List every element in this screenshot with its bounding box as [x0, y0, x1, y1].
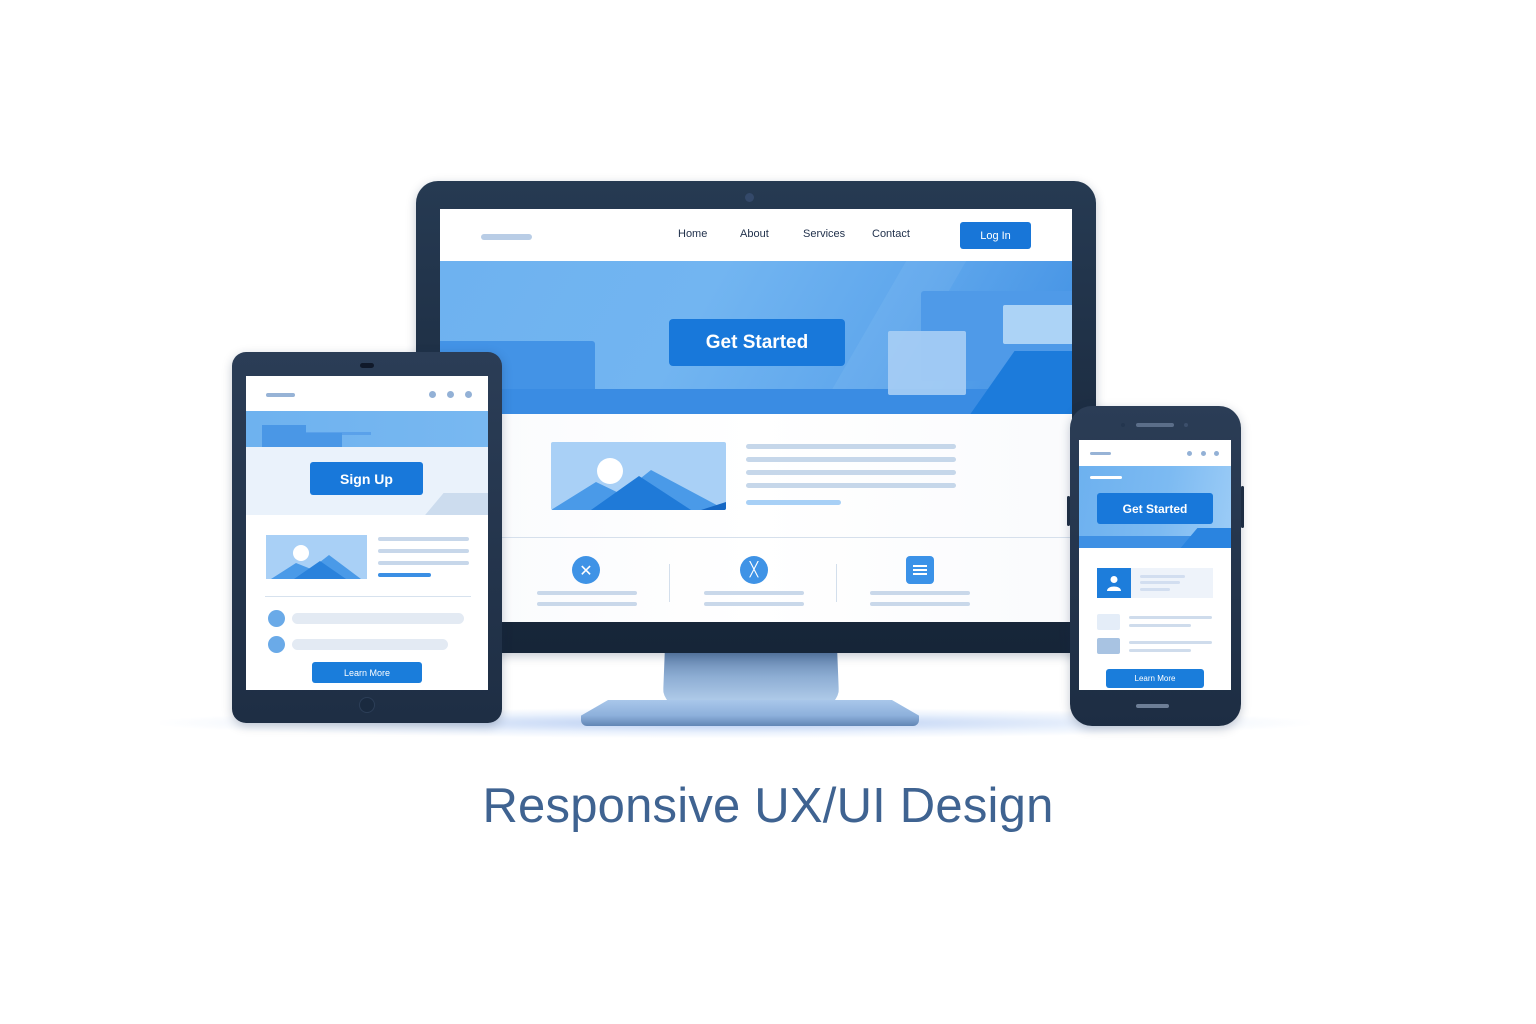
bullet-icon: [268, 636, 285, 653]
dot-icon: [465, 391, 472, 398]
monitor-stand-base: [581, 700, 919, 726]
desktop-screen: Home About Services Contact Log In Get S…: [440, 209, 1072, 622]
text-line: [1129, 616, 1212, 619]
text-line: [746, 470, 956, 475]
camera-icon: [360, 363, 374, 368]
user-avatar-icon: [1097, 568, 1131, 598]
feature-text-line: [704, 591, 804, 595]
card-icon: [1097, 638, 1120, 654]
feature-separator: [836, 564, 837, 602]
volume-button: [1067, 496, 1070, 526]
hero-shape: [1180, 528, 1231, 548]
text-line: [1129, 624, 1191, 627]
text-line: [746, 444, 956, 449]
dot-icon: [1201, 451, 1206, 456]
tools-icon: ✕: [572, 556, 600, 584]
section-divider: [265, 596, 471, 597]
bullet-icon: [268, 610, 285, 627]
hero-shape: [418, 493, 488, 515]
desktop-navbar: Home About Services Contact Log In: [440, 209, 1072, 261]
text-line: [746, 483, 956, 488]
banner-shape: [262, 425, 306, 447]
sensor-icon: [1121, 423, 1125, 427]
nav-link-contact[interactable]: Contact: [872, 228, 910, 240]
learn-more-button[interactable]: Learn More: [312, 662, 422, 683]
heart-icon: [1097, 614, 1120, 630]
logo-placeholder[interactable]: [481, 234, 532, 240]
menu-placeholder[interactable]: [266, 393, 295, 397]
desktop-monitor: Home About Services Contact Log In Get S…: [416, 181, 1096, 653]
get-started-button[interactable]: Get Started: [1097, 493, 1213, 524]
home-indicator: [1136, 704, 1169, 708]
dot-icon: [1187, 451, 1192, 456]
section-divider: [440, 537, 1072, 538]
hero-title-line: [1090, 476, 1122, 479]
get-started-button[interactable]: Get Started: [669, 319, 845, 366]
dot-icon: [1214, 451, 1219, 456]
link-line: [746, 500, 841, 505]
banner-shape: [306, 433, 342, 447]
feature-text-line: [704, 602, 804, 606]
dot-icon: [447, 391, 454, 398]
tablet-banner: [246, 411, 488, 447]
list-item-bar: [292, 613, 464, 624]
feature-separator: [669, 564, 670, 602]
nav-link-about[interactable]: About: [740, 228, 769, 240]
phone-screen: Get Started Learn More: [1079, 440, 1231, 690]
text-line: [378, 537, 469, 541]
text-line: [746, 457, 956, 462]
text-line: [378, 561, 469, 565]
text-line: [1140, 575, 1185, 578]
text-line: [1140, 588, 1170, 591]
list-item-bar: [292, 639, 448, 650]
feature-text-line: [537, 591, 637, 595]
link-line: [378, 573, 431, 577]
sign-up-button[interactable]: Sign Up: [310, 462, 423, 495]
image-placeholder-icon: [551, 442, 726, 510]
desktop-hero: Get Started: [440, 261, 1072, 414]
camera-icon: [1184, 423, 1188, 427]
menu-placeholder[interactable]: [1090, 452, 1111, 455]
chat-icon: [906, 556, 934, 584]
hero-shape: [440, 389, 1072, 414]
webcam-icon: [745, 193, 754, 202]
feature-text-line: [870, 591, 970, 595]
page-caption: Responsive UX/UI Design: [482, 779, 1054, 833]
tablet-device: Sign Up Learn More: [232, 352, 502, 723]
text-line: [1140, 581, 1180, 584]
compass-icon: ╳: [740, 556, 768, 584]
image-placeholder-icon: [266, 535, 367, 579]
desktop-content: ✕ ╳: [440, 414, 1072, 622]
hero-shape: [888, 331, 966, 395]
power-button: [1241, 486, 1244, 528]
nav-link-home[interactable]: Home: [678, 228, 708, 240]
text-line: [1129, 641, 1212, 644]
nav-link-services[interactable]: Services: [803, 228, 846, 240]
text-line: [1129, 649, 1191, 652]
monitor-stand-neck: [663, 652, 839, 708]
login-button[interactable]: Log In: [960, 222, 1031, 249]
text-line: [378, 549, 469, 553]
hero-shape: [1003, 305, 1072, 344]
home-button[interactable]: [359, 697, 375, 713]
tablet-screen: Sign Up Learn More: [246, 376, 488, 690]
feature-text-line: [870, 602, 970, 606]
learn-more-button[interactable]: Learn More: [1106, 669, 1204, 688]
speaker-grille: [1136, 423, 1174, 427]
phone-device: Get Started Learn More: [1067, 406, 1244, 726]
feature-text-line: [537, 602, 637, 606]
dot-icon: [429, 391, 436, 398]
